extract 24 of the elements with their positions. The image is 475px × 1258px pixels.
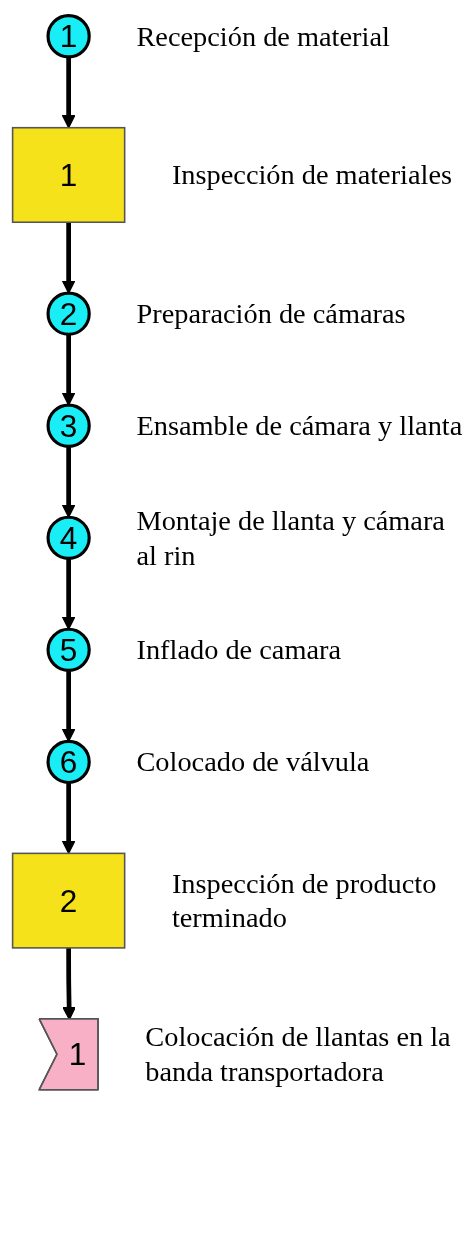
step-description: Recepción de material: [136, 20, 390, 52]
step-description: Colocado de válvula: [136, 746, 370, 778]
node-circle: 2: [46, 291, 91, 336]
arrow: [61, 56, 76, 129]
node-circle: 1: [46, 14, 91, 59]
step-description: Inspección de materiales: [171, 159, 453, 191]
node-box: 2: [11, 852, 126, 949]
step-description: Colocación de llantas en la banda transportadora: [145, 1021, 451, 1087]
node-circle: 4: [46, 515, 91, 560]
step-description: Inspección de producto terminado: [171, 867, 437, 934]
arrow: [61, 782, 76, 854]
arrow: [61, 670, 76, 742]
node-circle: 3: [46, 403, 91, 448]
step-description: Ensamble de cámara y llanta: [136, 410, 463, 442]
arrow: [61, 334, 76, 406]
arrow: [61, 558, 76, 630]
node-box: 1: [11, 126, 126, 223]
step-description: Montaje de llanta y cámara al rin: [136, 504, 445, 571]
arrow: [61, 446, 76, 518]
arrow: [61, 222, 76, 294]
node-circle: 5: [46, 627, 91, 672]
node-circle: 6: [46, 739, 91, 785]
step-description: Inflado de camara: [136, 634, 342, 666]
step-description: Preparación de cámaras: [136, 298, 406, 330]
